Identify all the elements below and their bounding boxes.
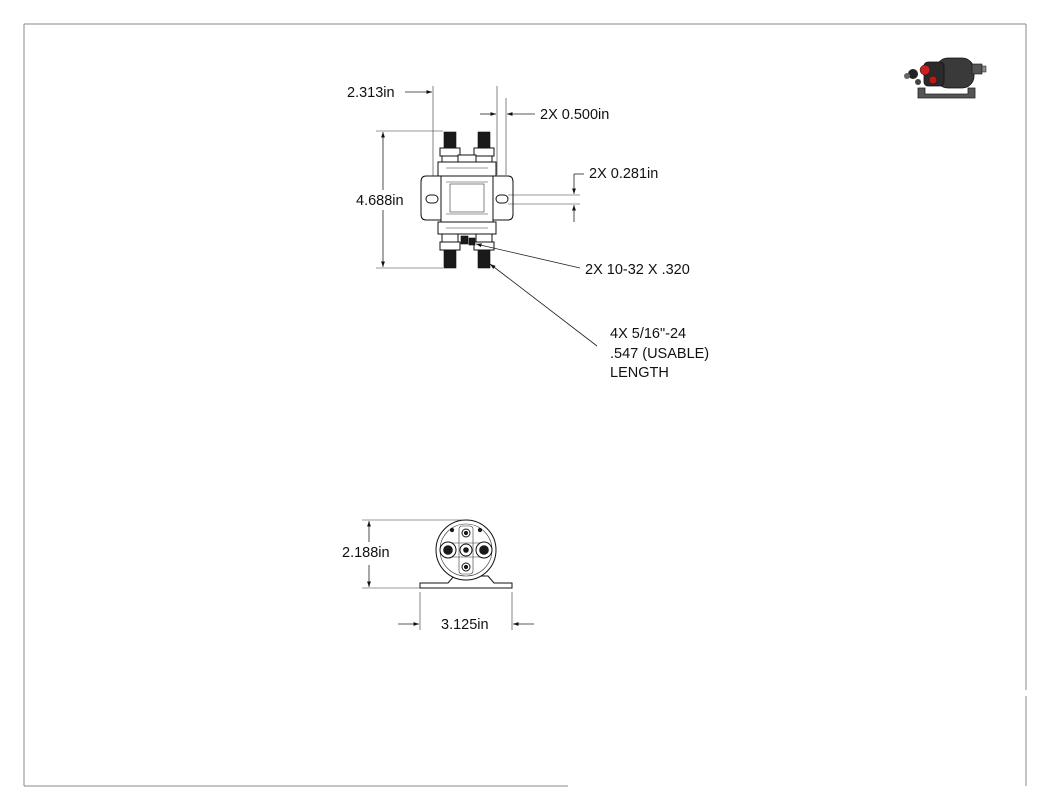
leader-5-16: 4X 5/16"-24 .547 (USABLE) LENGTH xyxy=(489,263,709,381)
leader-5-16-line2: .547 (USABLE) xyxy=(610,346,709,362)
dim-2313: 2.313in xyxy=(347,85,434,176)
leader-5-16-line3: LENGTH xyxy=(610,365,669,381)
dim-4688-label: 4.688in xyxy=(356,193,404,209)
leader-10-32-label: 2X 10-32 X .320 xyxy=(585,262,690,278)
bottom-stud-left xyxy=(443,249,457,269)
small-terminal-studs xyxy=(460,235,476,246)
dim-0281-label: 2X 0.281in xyxy=(589,166,658,182)
leader-5-16-line1: 4X 5/16"-24 xyxy=(610,326,686,342)
dim-4688: 4.688in xyxy=(356,130,443,269)
dim-0281: 2X 0.281in xyxy=(508,166,658,222)
dim-2188-label: 2.188in xyxy=(342,545,390,561)
front-view xyxy=(420,131,514,269)
solenoid-3d-thumbnail-icon xyxy=(904,57,987,99)
dim-0500: 2X 0.500in xyxy=(480,86,609,175)
dim-0500-label: 2X 0.500in xyxy=(540,107,609,123)
dim-2188: 2.188in xyxy=(342,519,462,589)
end-view xyxy=(419,519,513,589)
top-stud-left xyxy=(439,131,461,164)
bottom-stud-right xyxy=(477,249,491,269)
dim-2313-label: 2.313in xyxy=(347,85,395,101)
top-stud-right xyxy=(473,131,495,164)
dim-3125: 3.125in xyxy=(398,592,534,633)
leader-10-32: 2X 10-32 X .320 xyxy=(475,243,690,278)
dim-3125-label: 3.125in xyxy=(441,617,489,633)
sheet-border xyxy=(23,23,1027,787)
